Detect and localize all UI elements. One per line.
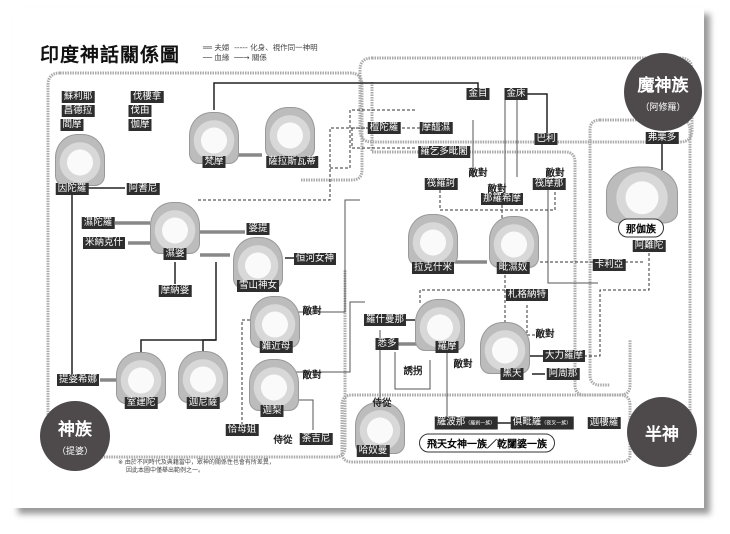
label-mahisha: 摩醯濕 bbox=[419, 122, 453, 134]
portrait-saraswati bbox=[265, 107, 315, 159]
label-varaha: 筏羅訶 bbox=[424, 178, 458, 190]
label-ganga: 恒河女神 bbox=[293, 253, 337, 265]
label-indra: 因陀羅 bbox=[55, 183, 89, 195]
ravana-name: 羅波那 bbox=[436, 416, 466, 428]
relation-enemy: 敵對 bbox=[302, 370, 322, 381]
label-vamana: 筏摩那 bbox=[532, 178, 566, 190]
label-minakshi: 米納克什 bbox=[82, 237, 126, 249]
relation-attendant: 侍從 bbox=[273, 435, 293, 446]
deva-title: 神族 bbox=[58, 420, 92, 440]
label-surya: 蘇利耶 bbox=[61, 91, 95, 103]
label-rudra: 濕陀羅 bbox=[81, 217, 115, 229]
portrait-ganesha bbox=[178, 351, 228, 403]
label-hanuman: 哈奴曼 bbox=[356, 445, 390, 457]
label-bali: 巴利 bbox=[534, 133, 558, 145]
kubera-name: 俱毗羅 bbox=[512, 416, 542, 428]
deva-group-badge: 神族 （提婆） bbox=[40, 401, 110, 471]
legend-relation: 關係 bbox=[251, 53, 267, 62]
label-garuda: 迦樓羅 bbox=[587, 417, 621, 429]
label-sati: 婆提 bbox=[246, 223, 270, 235]
ravana-clan: （羅剎一族） bbox=[465, 420, 496, 427]
label-vritra: 弗栗多 bbox=[645, 132, 679, 144]
label-narasimha: 那羅希摩 bbox=[480, 193, 524, 205]
asura-subtitle: （阿修羅） bbox=[640, 103, 686, 113]
label-raktabija: 羅乞多毗闍 bbox=[418, 146, 470, 158]
asura-group-badge: 魔神族 （阿修羅） bbox=[624, 53, 702, 131]
label-lakshmi: 拉克什米 bbox=[411, 262, 455, 274]
label-kama: 伽摩 bbox=[128, 119, 152, 131]
label-brahma: 梵摩 bbox=[202, 156, 226, 168]
label-saraswati: 薩拉斯瓦蒂 bbox=[266, 156, 318, 168]
label-ganesha: 迦尼薩 bbox=[186, 397, 220, 409]
label-devasena: 提婆希娜 bbox=[56, 374, 100, 386]
demigod-title: 半神 bbox=[645, 424, 679, 445]
label-ravana: 羅波那（羅剎一族） bbox=[434, 416, 498, 430]
footnote-line: ※ 由於不同時代及典籍當中，眾神的關係性也會有所差異， bbox=[118, 459, 275, 466]
relation-enemy: 敵對 bbox=[302, 306, 322, 317]
label-vishnu: 毗濕奴 bbox=[496, 262, 530, 274]
label-hiranyakashipu: 金床 bbox=[504, 88, 528, 100]
asura-frame-inner bbox=[370, 82, 632, 397]
footnote: ※ 由於不同時代及典籍當中，眾神的關係性也會有所差異， 因此本圖中僅舉出範例之一… bbox=[118, 459, 275, 475]
portrait-lakshmi bbox=[408, 214, 458, 266]
asura-title: 魔神族 bbox=[637, 76, 689, 96]
label-dandhara: 檀陀羅 bbox=[367, 122, 401, 134]
relation-enemy: 敵對 bbox=[468, 168, 488, 179]
portrait-naga bbox=[606, 166, 678, 224]
kubera-clan: （夜叉一族） bbox=[541, 420, 572, 427]
portrait-krishna bbox=[480, 322, 530, 374]
label-ananta: 阿難陀 bbox=[632, 240, 666, 252]
legend-avatar: 化身、視作同一神明 bbox=[250, 43, 318, 52]
label-sita: 悉多 bbox=[375, 338, 399, 350]
label-balarama: 大力羅摩 bbox=[542, 350, 586, 362]
footnote-line: 因此本圖中僅舉出範例之一。 bbox=[126, 467, 205, 474]
relation-abduct: 誘拐 bbox=[403, 366, 423, 377]
portrait-brahma bbox=[189, 112, 239, 164]
label-durga: 難近母 bbox=[259, 341, 293, 353]
naga-clan-badge: 那伽族 bbox=[618, 218, 664, 238]
label-jagannath: 札格納特 bbox=[505, 289, 549, 301]
label-chamunda: 恰母姐 bbox=[225, 424, 259, 436]
label-varuna: 伐樓拿 bbox=[130, 91, 164, 103]
relation-enemy: 敵對 bbox=[535, 329, 555, 340]
label-dakini: 荼吉尼 bbox=[299, 433, 333, 445]
apsara-clan-badge: 飛天女神一族／乾闥婆一族 bbox=[419, 433, 555, 453]
label-lakshmana: 羅什曼那 bbox=[363, 314, 407, 326]
label-kubera: 俱毗羅（夜叉一族） bbox=[510, 416, 574, 430]
label-kali: 迦梨 bbox=[260, 405, 284, 417]
demigod-group-badge: 半神 bbox=[627, 397, 697, 467]
portrait-durga bbox=[250, 296, 300, 348]
legend-blood: 血緣 bbox=[214, 53, 230, 62]
portrait-vishnu bbox=[489, 216, 539, 268]
label-shiva: 濕婆 bbox=[163, 248, 187, 260]
label-chandra: 昌德拉 bbox=[61, 105, 95, 117]
page-title: 印度神話關係圖 bbox=[40, 44, 181, 66]
label-hiranyaksha: 金目 bbox=[466, 88, 490, 100]
relation-attendant: 侍從 bbox=[372, 398, 392, 409]
relation-enemy: 敵對 bbox=[453, 359, 473, 370]
portrait-kali bbox=[249, 359, 299, 411]
label-parvati: 雪山神女 bbox=[236, 280, 280, 292]
legend-couple: 夫婦 bbox=[214, 43, 230, 52]
asura-frame bbox=[358, 56, 694, 144]
portrait-indra bbox=[55, 134, 105, 186]
label-vayu: 伐由 bbox=[128, 105, 152, 117]
label-arjuna: 阿周那 bbox=[546, 368, 580, 380]
label-manava: 摩納婆 bbox=[158, 285, 192, 297]
label-krishna: 黑天 bbox=[500, 368, 524, 380]
demigod-frame bbox=[340, 393, 632, 464]
label-yama: 閻摩 bbox=[60, 119, 84, 131]
label-kaliya: 卡利亞 bbox=[592, 259, 626, 271]
label-rama: 羅摩 bbox=[435, 341, 459, 353]
label-skanda: 室建陀 bbox=[124, 397, 158, 409]
relation-enemy: 敵對 bbox=[545, 168, 565, 179]
label-agni: 阿耆尼 bbox=[126, 183, 160, 195]
portrait-shiva bbox=[150, 202, 200, 254]
portrait-skanda bbox=[116, 352, 166, 404]
relation-enemy: 敵對 bbox=[487, 184, 507, 195]
legend: ══ 夫婦 ----- 化身、視作同一神明 ── 血緣 ──→ 關係 bbox=[203, 43, 318, 62]
deva-subtitle: （提婆） bbox=[56, 447, 93, 457]
